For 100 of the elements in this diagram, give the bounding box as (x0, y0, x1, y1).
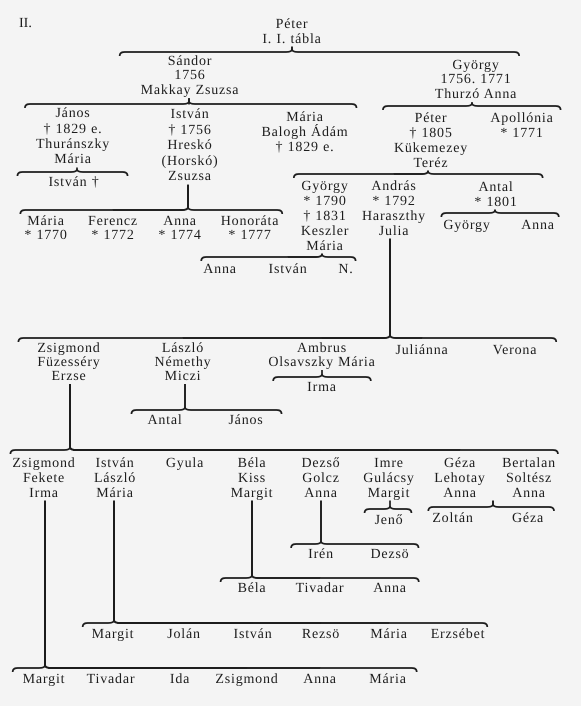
brace-connector (16, 166, 128, 177)
brace-connector (393, 170, 429, 176)
person-name: István † (48, 176, 100, 188)
brace-connector (364, 500, 412, 514)
brace-connector (492, 500, 555, 512)
person-name: Sándor (168, 54, 212, 70)
entry-detail: Füzesséry (37, 356, 101, 370)
person-name: Bertalan (502, 456, 556, 470)
person-name: Mária (286, 110, 324, 124)
brace-connector (321, 253, 356, 262)
person-name: Dezső (302, 456, 340, 470)
person-name: Zsigmond (12, 456, 76, 470)
entry-detail: * 1771 (500, 126, 544, 140)
person-name: Antal (147, 414, 183, 426)
brace-connector (188, 98, 358, 108)
entry-detail: Miczi (164, 370, 202, 384)
person-name: Géza (444, 456, 476, 470)
person-name: Ferencz (88, 215, 138, 229)
brace-connector (287, 253, 323, 258)
brace-connector (69, 384, 559, 455)
entry-detail: Julia (378, 224, 410, 238)
person-name: Rezsö (302, 628, 340, 640)
entry-detail: Teréz (414, 156, 448, 170)
entry-detail: Keszler (300, 224, 350, 238)
person-name: János (55, 106, 91, 122)
entry-detail: Anna (512, 486, 546, 500)
person-name: Péter (414, 110, 448, 126)
entry-detail: Zsuzsa (168, 169, 212, 185)
person-name: N. (338, 262, 354, 276)
person-name: Mária (27, 215, 65, 229)
person-name: Irén (308, 548, 334, 560)
entry-detail: Haraszthy (362, 208, 426, 224)
person-name: Mária (370, 628, 408, 640)
person-name: András (371, 178, 417, 194)
entry-detail: Balogh Ádám (262, 124, 348, 140)
brace-connector (471, 102, 562, 110)
person-name: Zoltán (432, 512, 474, 524)
brace-connector (272, 369, 372, 382)
person-name: Margit (92, 628, 134, 640)
entry-detail: 1756. 1771 (440, 73, 512, 88)
entry-detail: Fekete (22, 470, 66, 486)
person-name: Antal (478, 180, 514, 194)
entry-detail: Irma (29, 486, 59, 500)
entry-detail: * 1774 (158, 229, 202, 243)
entry-detail: Olsavszky Mária (268, 356, 376, 370)
brace-connector (44, 500, 418, 673)
entry-detail: * 1792 (372, 194, 416, 208)
entry-detail: 1756 (174, 69, 206, 84)
person-name: István (233, 628, 272, 640)
entry-detail: Kükemezey (394, 140, 468, 156)
entry-detail: Mária (96, 486, 134, 500)
entry-detail: Anna (304, 486, 338, 500)
person-name: Anna (373, 582, 407, 594)
entry-detail: Némethy (154, 356, 212, 370)
brace-connector (184, 384, 282, 414)
entry-detail: Thuránszky (36, 136, 110, 152)
person-name: Béla (238, 456, 266, 470)
entry-detail: * 1790 (303, 194, 347, 208)
person-name: István (268, 262, 308, 276)
brace-connector (251, 500, 420, 582)
person-name: Anna (521, 218, 555, 232)
person-name: György (301, 178, 349, 194)
entry-detail: † 1831 (303, 208, 347, 224)
person-name: Mária (369, 672, 407, 686)
person-name: István (170, 107, 210, 123)
entry-detail: † 1756 (168, 122, 212, 138)
person-name: Zsigmond (215, 672, 279, 686)
brace-connector (382, 102, 473, 110)
person-name: György (452, 58, 500, 74)
person-name: Ida (170, 672, 190, 686)
entry-detail: * 1777 (228, 229, 272, 243)
entry-detail: Anna (443, 486, 477, 500)
brace-connector (427, 170, 544, 178)
entry-detail: Margit (230, 486, 274, 500)
person-name: Péter (276, 16, 308, 32)
entry-detail: Erzse (51, 370, 87, 384)
brace-connector (187, 184, 284, 214)
entry-detail: László (94, 470, 136, 486)
entry-detail: Margit (368, 486, 410, 500)
entry-detail: Soltész (506, 470, 552, 486)
person-name: Géza (512, 512, 544, 524)
entry-detail: † 1829 e. (44, 122, 102, 137)
entry-detail: Makkay Zsuzsa (140, 84, 240, 98)
entry-detail: Gulácsy (363, 470, 415, 486)
person-name: Juliánna (395, 344, 449, 356)
person-name: Jenő (374, 514, 404, 526)
brace-connector (320, 500, 420, 548)
person-name: János (228, 414, 264, 426)
person-name: Zsigmond (37, 342, 101, 356)
entry-detail: * 1770 (24, 229, 68, 243)
brace-connector (440, 209, 496, 218)
entry-detail: Kiss (238, 470, 266, 486)
table-number: II. (19, 16, 32, 31)
person-name: Apollónia (490, 110, 554, 126)
entry-detail: Hreskó (167, 138, 213, 154)
person-name: István (95, 456, 134, 470)
person-name: Tivadar (86, 672, 136, 686)
person-name: László (162, 342, 204, 356)
person-name: Irma (307, 380, 337, 394)
entry-detail: Lehotay (434, 470, 486, 486)
